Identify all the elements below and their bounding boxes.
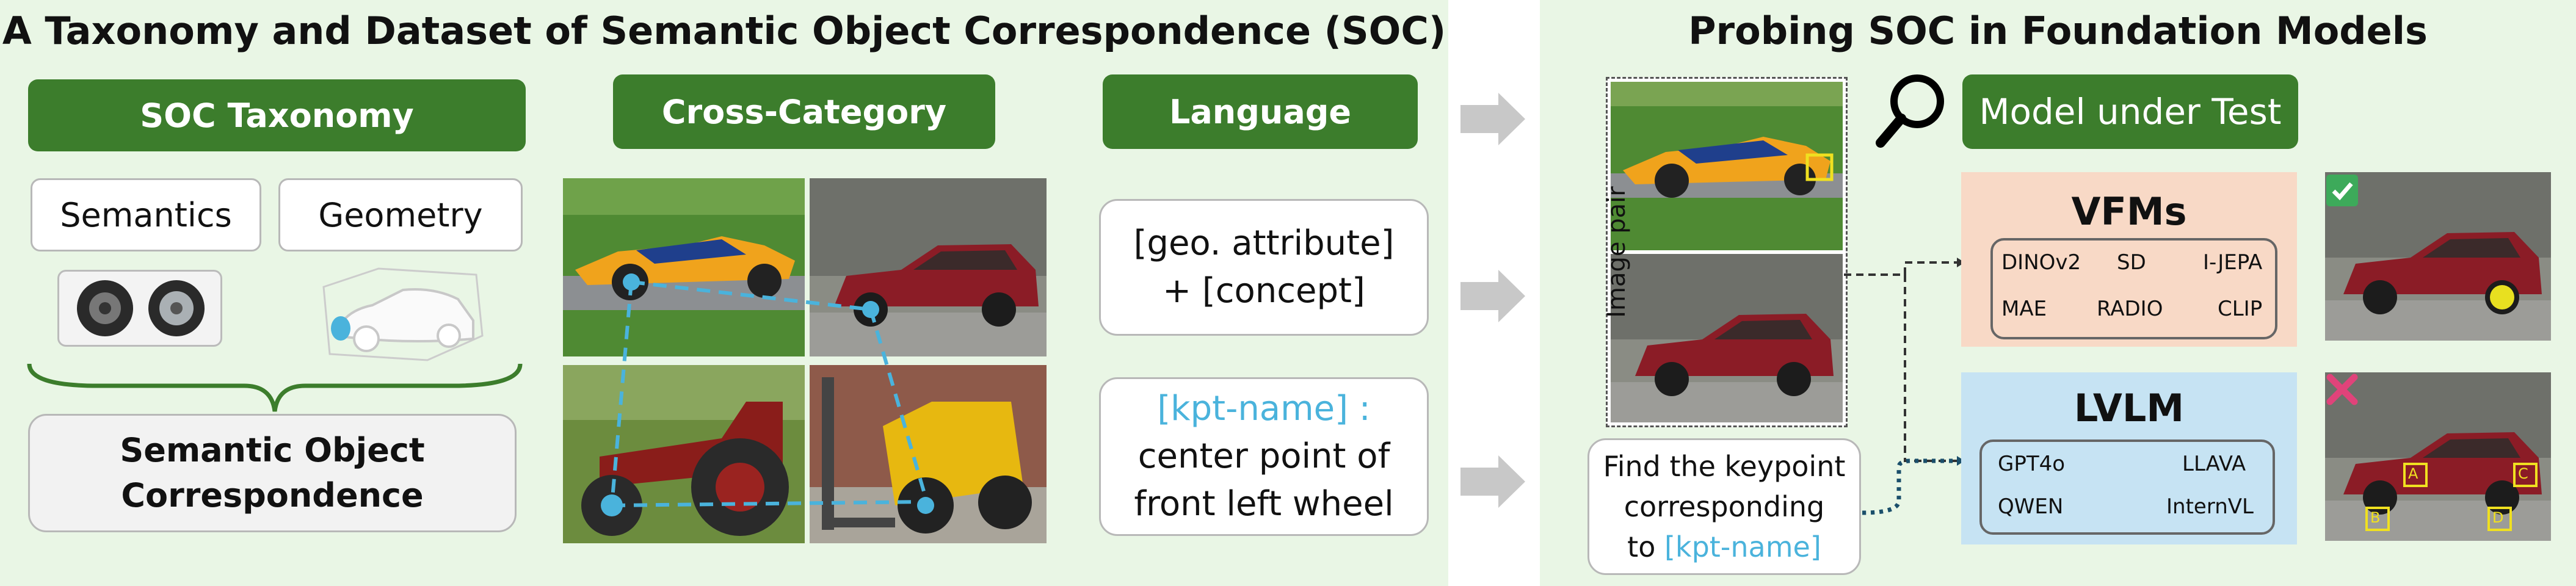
prompt-line3: to [kpt-name] xyxy=(1627,527,1821,567)
vfms-model-list xyxy=(1990,238,2277,339)
soc-result-line1: Semantic Object xyxy=(120,431,425,469)
vfms-title: VFMs xyxy=(2071,189,2187,234)
soc-result-line2: Correspondence xyxy=(121,476,424,515)
result-label-c: C xyxy=(2518,465,2528,482)
prompt-box: Find the keypoint corresponding to [kpt-… xyxy=(1587,438,1861,575)
wheel-icon xyxy=(77,280,205,336)
template-line2: + [concept] xyxy=(1163,271,1365,311)
lvlm-model-qwen: QWEN xyxy=(1998,494,2064,519)
right-panel-title: Probing SOC in Foundation Models xyxy=(1688,9,2428,53)
lvlm-model-list xyxy=(1979,440,2275,535)
prompt-line2: corresponding xyxy=(1624,490,1825,523)
forklift-image xyxy=(810,365,1047,543)
lvlm-title: LVLM xyxy=(2073,386,2185,430)
red-car-image xyxy=(810,178,1047,356)
language-template-box: [geo. attribute] + [concept] xyxy=(1099,199,1429,336)
example-line1: center point of xyxy=(1137,436,1390,476)
correspondence-lines xyxy=(563,178,1047,543)
arrow-right-icon xyxy=(1460,454,1526,509)
template-line1: [geo. attribute] xyxy=(1133,223,1395,263)
result-label-a: A xyxy=(2408,465,2418,482)
cross-icon xyxy=(2325,372,2359,407)
pair-car-image xyxy=(1611,254,1843,422)
connector-lines xyxy=(1844,244,1966,525)
cross-category-header: Cross-Category xyxy=(613,74,995,149)
taxonomy-brace xyxy=(24,360,525,415)
vfm-model-sd: SD xyxy=(2117,250,2146,275)
lvlm-model-llava: LLAVA xyxy=(2182,452,2246,476)
pair-f1-image xyxy=(1611,82,1843,250)
language-example-box: [kpt-name] : center point of front left … xyxy=(1099,377,1429,536)
language-header: Language xyxy=(1103,74,1418,149)
lvlm-result-image xyxy=(2325,372,2551,541)
prompt-line1: Find the keypoint xyxy=(1603,450,1846,483)
vfm-model-clip: CLIP xyxy=(2218,297,2263,321)
soc-result-box: Semantic Object Correspondence xyxy=(28,414,517,532)
car-outline-icon xyxy=(311,262,488,366)
arrow-right-icon xyxy=(1460,92,1526,146)
vfms-box: VFMs DINOv2 SD I-JEPA MAE RADIO CLIP xyxy=(1961,172,2297,347)
prompt-kpt-tag: [kpt-name] xyxy=(1664,530,1821,563)
soc-taxonomy-header: SOC Taxonomy xyxy=(28,79,526,151)
kpt-name-tag: [kpt-name] : xyxy=(1157,389,1371,429)
geometry-box: Geometry xyxy=(278,178,523,251)
left-panel-title: A Taxonomy and Dataset of Semantic Objec… xyxy=(2,9,1446,53)
vfm-result-image xyxy=(2325,172,2551,341)
arrow-right-icon xyxy=(1460,269,1526,324)
tractor-image xyxy=(563,365,805,543)
prompt-line3-prefix: to xyxy=(1627,530,1664,563)
lvlm-box: LVLM GPT4o LLAVA QWEN InternVL xyxy=(1961,372,2297,544)
image-pair-label: Image pair xyxy=(1603,186,1631,318)
wheels-box xyxy=(57,270,222,347)
result-label-d: D xyxy=(2492,509,2504,526)
f1-car-image xyxy=(563,178,805,356)
vfm-model-mae: MAE xyxy=(2001,297,2047,321)
model-under-test-label: Model under Test xyxy=(1962,74,2298,149)
vfm-model-radio: RADIO xyxy=(2097,297,2163,321)
magnifier-icon xyxy=(1874,71,1948,150)
result-label-b: B xyxy=(2370,509,2381,526)
lvlm-model-internvl: InternVL xyxy=(2166,494,2254,519)
lvlm-model-gpt4o: GPT4o xyxy=(1998,452,2066,476)
example-line2: front left wheel xyxy=(1134,484,1394,524)
vfm-model-dinov2: DINOv2 xyxy=(2001,250,2081,275)
semantics-box: Semantics xyxy=(31,178,261,251)
check-icon xyxy=(2326,175,2358,206)
vfm-model-ijepa: I-JEPA xyxy=(2203,250,2263,275)
